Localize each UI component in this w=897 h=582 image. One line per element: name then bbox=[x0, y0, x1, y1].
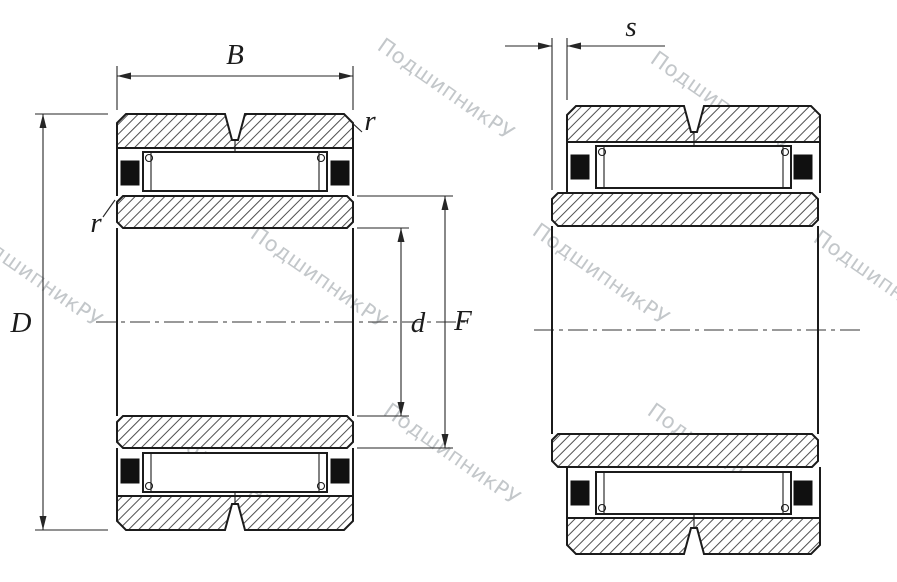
seal-section bbox=[570, 154, 590, 180]
leader-line bbox=[348, 119, 363, 133]
arrowhead bbox=[339, 72, 353, 80]
needle-roller bbox=[142, 452, 328, 493]
outer-ring-top-section bbox=[116, 113, 354, 149]
arrowhead bbox=[39, 114, 47, 128]
needle-roller bbox=[142, 151, 328, 192]
cage-pin bbox=[144, 481, 154, 491]
seal-section bbox=[330, 160, 350, 186]
fillet-label-inner: r bbox=[90, 199, 116, 239]
seal-section bbox=[570, 480, 590, 506]
watermark-text: ПодшипникРУ bbox=[373, 33, 518, 145]
cage-pin bbox=[780, 147, 790, 157]
arrowhead bbox=[567, 42, 581, 50]
needle-roller-row-top bbox=[120, 151, 350, 192]
dimension-label-r-outer: r bbox=[364, 105, 376, 137]
inner-ring-top-section bbox=[551, 192, 819, 227]
arrowhead bbox=[441, 196, 449, 210]
inner-ring-top-section bbox=[116, 195, 354, 229]
arrowhead bbox=[397, 402, 405, 416]
left-bearing-view: B D d F bbox=[10, 39, 472, 531]
dimension-label-D: D bbox=[10, 307, 32, 339]
leader-line bbox=[102, 199, 116, 218]
arrowhead bbox=[117, 72, 131, 80]
watermark-text: ПодшипникРУ bbox=[246, 221, 391, 333]
dimension-s: s bbox=[505, 11, 665, 190]
watermark-text: ПодшипникРУ bbox=[528, 218, 673, 330]
needle-roller-row-bottom bbox=[570, 471, 813, 515]
dimension-label-s: s bbox=[625, 11, 636, 43]
dimension-label-r-inner: r bbox=[90, 207, 102, 239]
fillet-label-outer: r bbox=[348, 105, 376, 137]
seal-section bbox=[793, 154, 813, 180]
arrowhead bbox=[538, 42, 552, 50]
needle-roller bbox=[595, 145, 792, 189]
cage-pin bbox=[780, 503, 790, 513]
dimension-d: d bbox=[357, 227, 426, 417]
cage-pin bbox=[597, 147, 607, 157]
dimension-label-B: B bbox=[226, 39, 244, 71]
dimension-F: F bbox=[357, 195, 472, 449]
needle-roller bbox=[595, 471, 792, 515]
right-bearing-view: s bbox=[505, 11, 864, 555]
inner-ring-bottom-section bbox=[551, 433, 819, 468]
arrowhead bbox=[39, 516, 47, 530]
seal-section bbox=[330, 458, 350, 484]
seal-section bbox=[120, 160, 140, 186]
seal-section bbox=[793, 480, 813, 506]
dimension-label-d: d bbox=[411, 307, 426, 339]
dimension-B: B bbox=[116, 39, 354, 110]
arrowhead bbox=[397, 228, 405, 242]
watermark-text: ПодшипникРУ bbox=[809, 225, 897, 337]
needle-roller-row-bottom bbox=[120, 452, 350, 493]
cage-pin bbox=[316, 153, 326, 163]
cage-pin bbox=[597, 503, 607, 513]
outer-ring-top-section bbox=[566, 105, 821, 143]
cage-pin bbox=[144, 153, 154, 163]
outer-ring-bottom-section bbox=[116, 495, 354, 531]
needle-roller-row-top bbox=[570, 145, 813, 189]
dimension-D: D bbox=[10, 113, 108, 531]
inner-ring-bottom-section bbox=[116, 415, 354, 449]
arrowhead bbox=[441, 434, 449, 448]
cage-pin bbox=[316, 481, 326, 491]
dimension-label-F: F bbox=[453, 305, 472, 337]
outer-ring-bottom-section bbox=[566, 517, 821, 555]
seal-section bbox=[120, 458, 140, 484]
